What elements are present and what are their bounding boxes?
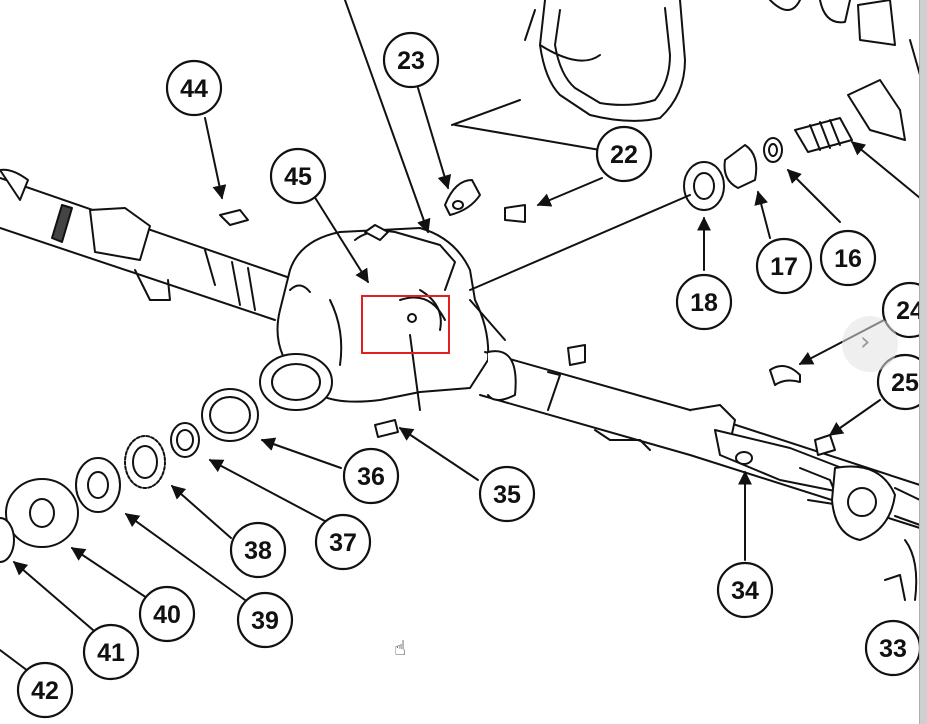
callout-circle bbox=[881, 281, 927, 339]
callout-circle bbox=[819, 229, 877, 287]
callout-16: 16 bbox=[819, 229, 877, 287]
callout-circle bbox=[876, 353, 927, 411]
callout-label: 45 bbox=[284, 163, 312, 191]
callout-25: 25 bbox=[876, 353, 927, 411]
callout-22: 22 bbox=[595, 125, 653, 183]
differential-cover bbox=[451, 0, 686, 151]
callout-39: 39 bbox=[236, 591, 294, 649]
hand-pointer-icon: ☝ bbox=[394, 636, 407, 660]
callout-45: 45 bbox=[269, 147, 327, 205]
leader-lines bbox=[0, 0, 921, 681]
callout-18: 18 bbox=[675, 273, 733, 331]
callout-37: 37 bbox=[314, 513, 372, 571]
next-button[interactable]: › bbox=[842, 316, 898, 372]
callout-23: 23 bbox=[382, 31, 440, 89]
differential-housing bbox=[276, 224, 506, 403]
callout-circle bbox=[342, 447, 400, 505]
pinion-and-bearings bbox=[469, 0, 921, 291]
callout-label: 18 bbox=[690, 289, 718, 317]
callout-label: 33 bbox=[879, 635, 907, 663]
callout-label: 25 bbox=[891, 369, 919, 397]
callout-label: 34 bbox=[731, 577, 759, 605]
callout-35: 35 bbox=[478, 465, 536, 523]
callout-label: 17 bbox=[770, 253, 798, 281]
callout-label: 22 bbox=[610, 141, 638, 169]
callout-36: 36 bbox=[342, 447, 400, 505]
callout-circle bbox=[595, 125, 653, 183]
callout-circle bbox=[236, 591, 294, 649]
left-axle-tube bbox=[0, 168, 291, 321]
right-axle-tube bbox=[479, 350, 921, 601]
callout-label: 44 bbox=[180, 75, 208, 103]
callout-circle bbox=[755, 237, 813, 295]
callout-circle bbox=[229, 521, 287, 579]
callout-circle bbox=[314, 513, 372, 571]
callout-41: 41 bbox=[82, 623, 140, 681]
callout-circle bbox=[82, 623, 140, 681]
callout-33: 33 bbox=[864, 619, 922, 677]
scrollbar[interactable] bbox=[919, 0, 927, 724]
callout-label: 16 bbox=[834, 245, 862, 273]
callout-17: 17 bbox=[755, 237, 813, 295]
callout-circle bbox=[138, 585, 196, 643]
callout-label: 38 bbox=[244, 537, 272, 565]
callout-circle bbox=[16, 661, 74, 719]
callout-label: 23 bbox=[397, 47, 425, 75]
highlight-box bbox=[361, 295, 450, 354]
callout-label: 41 bbox=[97, 639, 125, 667]
callout-label: 37 bbox=[329, 529, 357, 557]
chevron-right-icon: › bbox=[860, 327, 871, 357]
callout-circle bbox=[478, 465, 536, 523]
callout-42: 42 bbox=[16, 661, 74, 719]
callout-circle bbox=[165, 59, 223, 117]
callout-circle bbox=[716, 561, 774, 619]
callout-label: 42 bbox=[31, 677, 59, 705]
callout-circle bbox=[269, 147, 327, 205]
differential-bearing-stack bbox=[0, 353, 333, 563]
callout-40: 40 bbox=[138, 585, 196, 643]
callout-label: 35 bbox=[493, 481, 521, 509]
callout-circle bbox=[382, 31, 440, 89]
callout-circle bbox=[675, 273, 733, 331]
callout-34: 34 bbox=[716, 561, 774, 619]
small-hardware bbox=[219, 179, 836, 456]
callout-label: 40 bbox=[153, 601, 181, 629]
callout-38: 38 bbox=[229, 521, 287, 579]
callout-label: 36 bbox=[357, 463, 385, 491]
callout-44: 44 bbox=[165, 59, 223, 117]
callout-label: 39 bbox=[251, 607, 279, 635]
